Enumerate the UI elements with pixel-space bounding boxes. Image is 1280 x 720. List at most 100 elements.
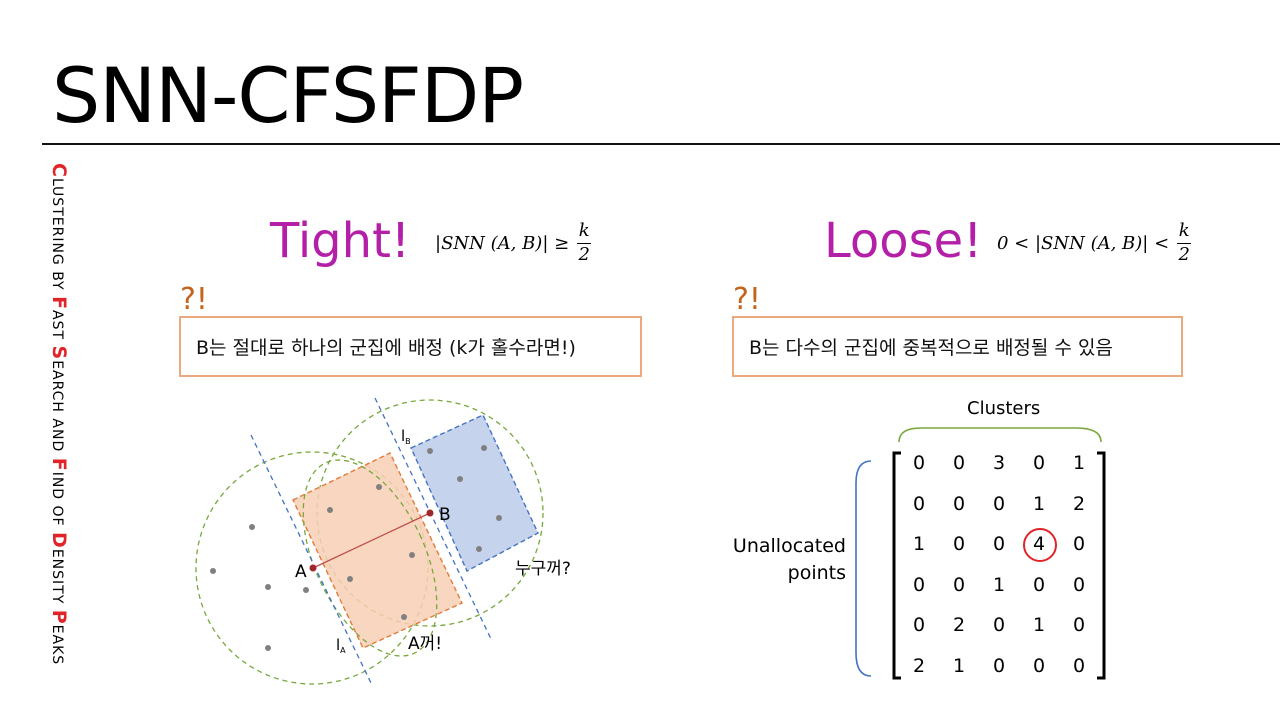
matrix-cell: 0 (992, 654, 1006, 677)
data-point (303, 587, 309, 593)
data-point (376, 484, 382, 490)
overlap-ellipse (302, 459, 438, 657)
loose-note-text: B는 다수의 군집에 중복적으로 배정될 수 있음 (749, 337, 1113, 359)
matrix-row: 0 0 3 0 1 (899, 443, 1099, 484)
matrix-cell: 0 (992, 492, 1006, 515)
data-point (249, 524, 255, 530)
data-point (476, 546, 482, 552)
matrix-cell: 1 (1072, 452, 1086, 475)
matrix-cell: 0 (952, 492, 966, 515)
data-point (327, 507, 333, 513)
sidebar-word: ENSITY (49, 548, 65, 610)
tight-question-mark: ?! (180, 282, 208, 317)
sidebar-subtitle: CLUSTERING BY FAST SEARCH AND FIND OF DE… (48, 163, 70, 665)
loose-formula: 0 < |SNN (A, B)| < k 2 (997, 220, 1192, 265)
matrix-cell: 0 (912, 492, 926, 515)
matrix-cell: 2 (1072, 492, 1086, 515)
matrix-brackets (892, 451, 1106, 680)
tight-note-box: B는 절대로 하나의 군집에 배정 (k가 홀수라면!) (179, 316, 642, 377)
data-point (347, 576, 353, 582)
sidebar-cap: P (48, 609, 70, 625)
frac-denominator: 2 (1178, 243, 1190, 265)
loose-question-mark: ?! (733, 282, 761, 317)
tight-formula-lhs: |SNN (A, B)| ≥ (435, 232, 570, 254)
sidebar-word: EARCH AND (49, 360, 65, 458)
point-b (426, 509, 434, 517)
tight-formula-fraction: k 2 (577, 220, 592, 265)
clusters-label: Clusters (967, 398, 1041, 419)
snn-diagram: A B lB lA A꺼! 누구꺼? (195, 397, 571, 685)
matrix-cell: 1 (1032, 614, 1046, 637)
matrix-cell: 0 (912, 614, 926, 637)
matrix-row: 0 2 0 1 0 (899, 605, 1099, 646)
clusters-brace (898, 427, 1102, 443)
matrix-cell: 0 (912, 452, 926, 475)
matrix-cell-highlighted: 4 (1019, 528, 1059, 563)
label-la: lA (336, 636, 346, 655)
label-whose-a: A꺼! (408, 634, 442, 654)
matrix-cell: 1 (992, 573, 1006, 596)
point-a (309, 564, 317, 572)
data-point (401, 614, 407, 620)
sidebar-cap: D (48, 532, 70, 549)
unallocated-points-label: Unallocated points (728, 533, 846, 587)
matrix-cell: 0 (912, 573, 926, 596)
label-whose-question: 누구꺼? (515, 559, 571, 579)
matrix-cell: 3 (992, 452, 1006, 475)
data-points (210, 445, 502, 651)
data-point (457, 476, 463, 482)
tight-heading: Tight! (270, 213, 411, 269)
matrix-row: 0 0 1 0 0 (899, 565, 1099, 606)
data-point (265, 584, 271, 590)
matrix-cell: 0 (1072, 614, 1086, 637)
loose-note-box: B는 다수의 군집에 중복적으로 배정될 수 있음 (732, 316, 1183, 377)
sidebar-cap: F (48, 296, 70, 311)
data-point (265, 645, 271, 651)
frac-numerator: k (1178, 220, 1190, 241)
matrix-cell: 0 (992, 533, 1006, 556)
matrix-cell: 2 (912, 654, 926, 677)
title-divider (42, 143, 1280, 145)
frac-numerator: k (578, 220, 590, 241)
separator-line-a (250, 434, 372, 684)
rows-brace (855, 460, 872, 677)
matrix-cell: 0 (952, 452, 966, 475)
sidebar-cap: S (48, 345, 70, 361)
sidebar-cap: F (48, 457, 70, 472)
matrix-cell: 2 (952, 614, 966, 637)
cluster-a-region (292, 452, 463, 649)
cluster-b-region (410, 414, 539, 572)
matrix-cell: 0 (1032, 452, 1046, 475)
sidebar-word: EAKS (49, 624, 65, 666)
matrix-cell: 0 (1072, 573, 1086, 596)
loose-heading: Loose! (824, 213, 983, 269)
label-b: B (439, 505, 451, 525)
unallocated-label-line2: points (787, 562, 846, 584)
matrix-row: 0 0 0 1 2 (899, 484, 1099, 525)
matrix-cell: 0 (1072, 533, 1086, 556)
sidebar-word: AST (49, 310, 65, 346)
sidebar-word: LUSTERING BY (49, 177, 65, 297)
tight-formula: |SNN (A, B)| ≥ k 2 (435, 220, 592, 265)
label-lb: lB (401, 427, 411, 446)
data-point (481, 445, 487, 451)
unallocated-label-line1: Unallocated (732, 535, 846, 557)
sidebar-cap: C (48, 163, 70, 178)
matrix-cell: 0 (1032, 573, 1046, 596)
tight-note-text: B는 절대로 하나의 군집에 배정 (k가 홀수라면!) (196, 337, 576, 359)
loose-formula-fraction: k 2 (1177, 220, 1192, 265)
matrix-cell: 0 (1072, 654, 1086, 677)
data-point (427, 448, 433, 454)
a-b-link (312, 512, 431, 569)
data-point (409, 552, 415, 558)
loose-formula-lhs: 0 < |SNN (A, B)| < (997, 232, 1170, 254)
matrix-cell: 1 (1032, 492, 1046, 515)
data-point (210, 568, 216, 574)
frac-denominator: 2 (578, 243, 590, 265)
matrix-cell: 0 (992, 614, 1006, 637)
label-a: A (295, 562, 307, 582)
data-point (496, 515, 502, 521)
matrix-cell: 0 (952, 573, 966, 596)
